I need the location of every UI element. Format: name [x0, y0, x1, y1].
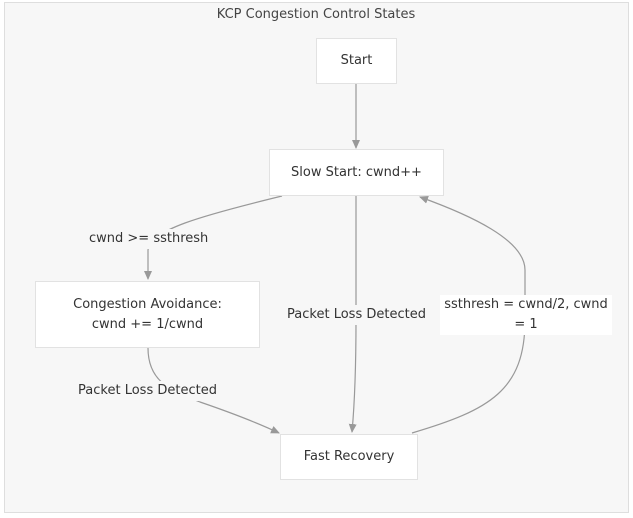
edge-label-avoidance-to-recovery: Packet Loss Detected	[78, 381, 217, 401]
edge-label-slow-to-avoidance: cwnd >= ssthresh	[89, 229, 208, 249]
node-fast-recovery-label: Fast Recovery	[303, 449, 395, 464]
diagram-canvas	[4, 2, 629, 513]
edge-label-recovery-to-slow: ssthresh = cwnd/2, cwnd = 1	[440, 295, 612, 335]
edge-slow-start-to-recovery	[348, 196, 357, 433]
node-fast-recovery: Fast Recovery	[280, 434, 418, 480]
edge-label-slow-to-recovery: Packet Loss Detected	[287, 305, 426, 325]
node-start: Start	[316, 38, 397, 84]
edge-avoidance-to-recovery	[147, 347, 280, 434]
diagram-title: KCP Congestion Control States	[216, 7, 416, 22]
node-congestion-avoidance: Congestion Avoidance: cwnd += 1/cwnd	[35, 281, 260, 348]
node-slow-start-label: Slow Start: cwnd++	[291, 164, 422, 180]
node-congestion-avoidance-label: Congestion Avoidance: cwnd += 1/cwnd	[73, 296, 222, 332]
node-slow-start: Slow Start: cwnd++	[269, 149, 444, 196]
node-start-label: Start	[340, 53, 373, 68]
